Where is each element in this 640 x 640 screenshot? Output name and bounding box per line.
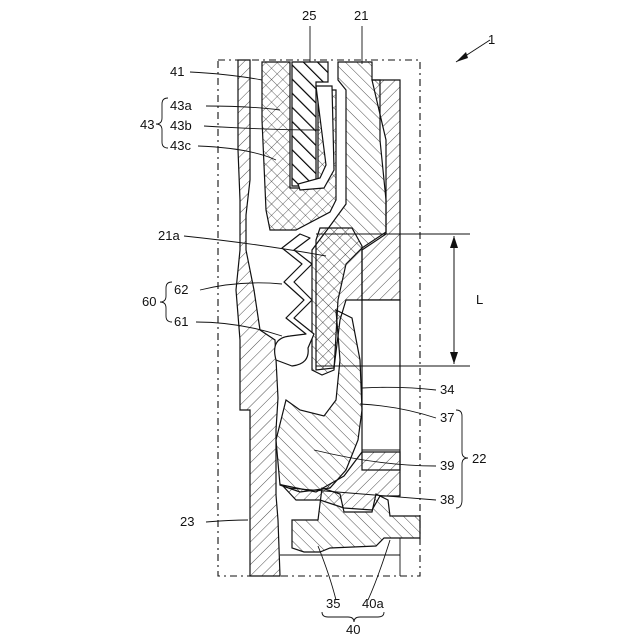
label-61: 61 xyxy=(174,314,188,329)
label-21a: 21a xyxy=(158,228,180,243)
dim-arrow-bottom xyxy=(450,352,458,364)
label-34: 34 xyxy=(440,382,454,397)
block-34 xyxy=(362,300,400,470)
label-40: 40 xyxy=(346,622,360,637)
label-43c: 43c xyxy=(170,138,191,153)
label-39: 39 xyxy=(440,458,454,473)
label-25: 25 xyxy=(302,8,316,23)
label-38: 38 xyxy=(440,492,454,507)
assembly-arrow-head xyxy=(456,52,468,62)
label-43b: 43b xyxy=(170,118,192,133)
label-22: 22 xyxy=(472,451,486,466)
label-L: L xyxy=(476,292,483,307)
label-40a: 40a xyxy=(362,596,384,611)
label-62: 62 xyxy=(174,282,188,297)
label-41: 41 xyxy=(170,64,184,79)
spring-60 xyxy=(275,234,314,366)
label-1: 1 xyxy=(488,32,495,47)
label-43: 43 xyxy=(140,117,154,132)
label-21: 21 xyxy=(354,8,368,23)
brace-40 xyxy=(322,612,384,622)
label-60: 60 xyxy=(142,294,156,309)
label-43a: 43a xyxy=(170,98,192,113)
brace-60 xyxy=(160,282,172,322)
label-37: 37 xyxy=(440,410,454,425)
label-35: 35 xyxy=(326,596,340,611)
label-23: 23 xyxy=(180,514,194,529)
dim-arrow-top xyxy=(450,236,458,248)
brace-43 xyxy=(156,98,168,148)
brace-22 xyxy=(456,410,468,508)
